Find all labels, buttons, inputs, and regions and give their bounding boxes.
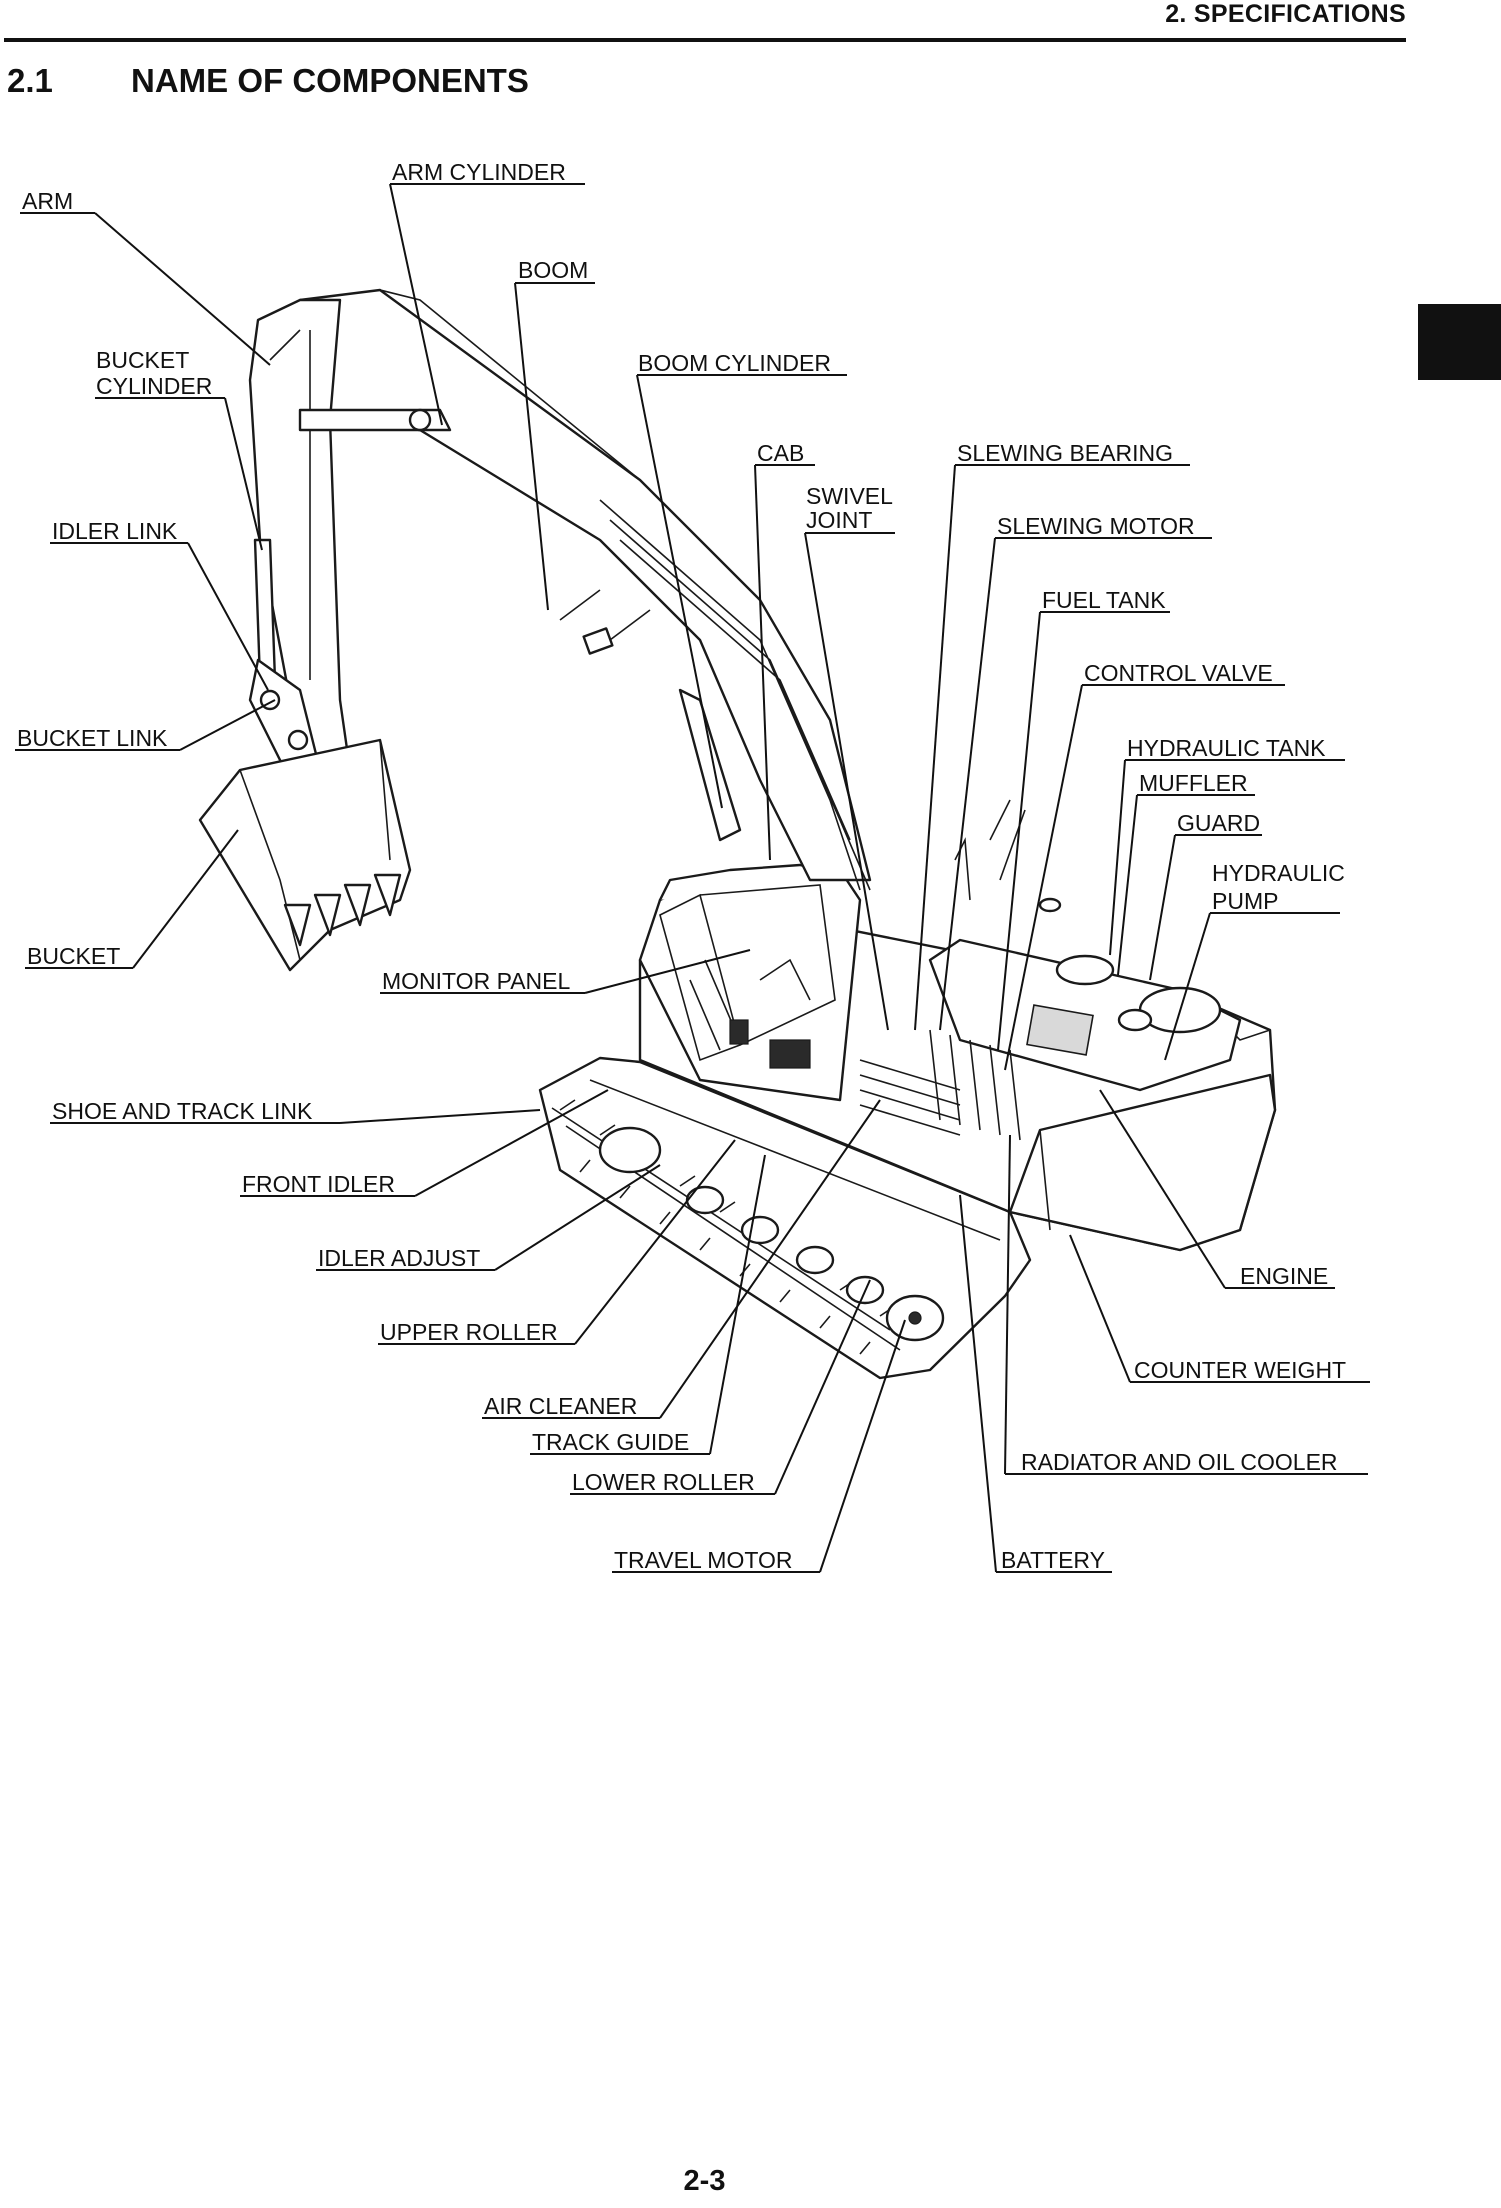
label-guard: GUARD <box>1177 810 1260 836</box>
label-swivel-joint-line2: JOINT <box>806 507 872 533</box>
label-battery: BATTERY <box>1001 1547 1105 1573</box>
bucket-shape <box>198 738 412 972</box>
label-air-cleaner: AIR CLEANER <box>484 1393 637 1419</box>
label-bucket-link: BUCKET LINK <box>17 725 168 751</box>
label-bucket-cylinder-line1: BUCKET <box>96 347 189 373</box>
label-shoe-and-track-link: SHOE AND TRACK LINK <box>52 1098 313 1124</box>
section-number: 2.1 <box>7 62 53 99</box>
label-arm-cylinder: ARM CYLINDER <box>392 159 566 185</box>
label-front-idler: FRONT IDLER <box>242 1171 395 1197</box>
boom-cylinder-shape <box>678 688 742 842</box>
callout-labels: ARM ARM CYLINDER BOOM BUCKET CYLINDER BO… <box>17 159 1346 1573</box>
label-engine: ENGINE <box>1240 1263 1328 1289</box>
label-idler-adjust: IDLER ADJUST <box>318 1245 480 1271</box>
header-rule <box>4 38 1406 42</box>
label-slewing-bearing: SLEWING BEARING <box>957 440 1173 466</box>
label-swivel-joint-line1: SWIVEL <box>806 483 893 509</box>
label-monitor-panel: MONITOR PANEL <box>382 968 570 994</box>
label-track-guide: TRACK GUIDE <box>532 1429 689 1455</box>
label-hydraulic-pump-line1: HYDRAULIC <box>1212 860 1345 886</box>
excavator-illustration <box>198 288 1277 1380</box>
label-lower-roller: LOWER ROLLER <box>572 1469 755 1495</box>
leader-lines <box>15 183 1370 1573</box>
label-counter-weight: COUNTER WEIGHT <box>1134 1357 1346 1383</box>
label-boom: BOOM <box>518 257 588 283</box>
label-travel-motor: TRAVEL MOTOR <box>614 1547 793 1573</box>
label-arm: ARM <box>22 188 73 214</box>
chapter-title: 2. SPECIFICATIONS <box>1165 0 1406 28</box>
label-control-valve: CONTROL VALVE <box>1084 660 1273 686</box>
label-bucket-cylinder-line2: CYLINDER <box>96 373 212 399</box>
label-hydraulic-pump-line2: PUMP <box>1212 888 1278 914</box>
chapter-tab-marker <box>1418 304 1501 380</box>
label-muffler: MUFFLER <box>1139 770 1248 796</box>
fuel-cap <box>1055 954 1115 986</box>
label-idler-link: IDLER LINK <box>52 518 178 544</box>
label-upper-roller: UPPER ROLLER <box>380 1319 558 1345</box>
label-fuel-tank: FUEL TANK <box>1042 587 1166 613</box>
label-hydraulic-tank: HYDRAULIC TANK <box>1127 735 1326 761</box>
label-radiator-and-oil-cooler: RADIATOR AND OIL COOLER <box>1021 1449 1338 1475</box>
muffler-pipe <box>1117 1008 1153 1032</box>
label-boom-cylinder: BOOM CYLINDER <box>638 350 831 376</box>
section-title: NAME OF COMPONENTS <box>131 62 529 99</box>
tank-cap <box>1038 897 1062 913</box>
page-number: 2-3 <box>683 2165 726 2197</box>
label-slewing-motor: SLEWING MOTOR <box>997 513 1195 539</box>
front-idler-wheel <box>598 1126 662 1174</box>
label-bucket: BUCKET <box>27 943 120 969</box>
label-cab: CAB <box>757 440 804 466</box>
